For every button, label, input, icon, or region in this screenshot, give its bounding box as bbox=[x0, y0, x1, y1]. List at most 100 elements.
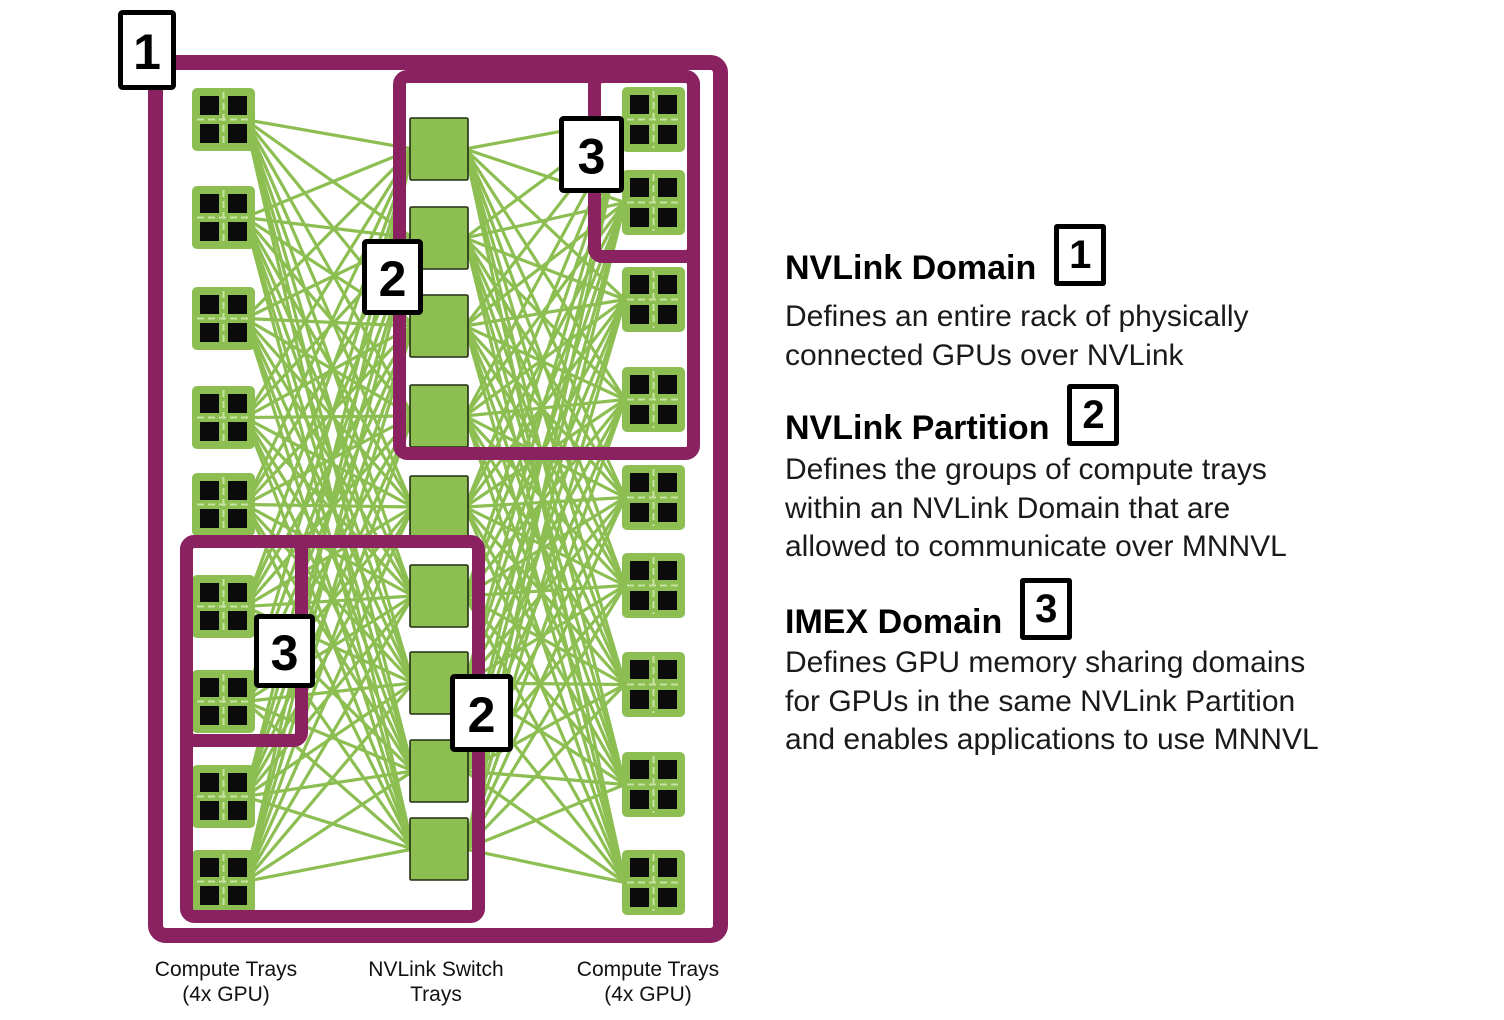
gpu-chip bbox=[200, 583, 219, 602]
link-line bbox=[243, 215, 415, 509]
link-line bbox=[243, 414, 415, 884]
gpu-chip bbox=[658, 690, 677, 709]
gpu-chip bbox=[630, 305, 649, 324]
link-line bbox=[463, 495, 627, 509]
gpu-chip bbox=[228, 678, 247, 697]
link-line bbox=[463, 397, 627, 685]
gpu-chip bbox=[200, 858, 219, 877]
link-line bbox=[243, 699, 415, 851]
link-line bbox=[243, 502, 415, 598]
gpu-chip bbox=[658, 305, 677, 324]
gpu-chip bbox=[228, 886, 247, 905]
column-label-switch-trays: NVLink Switch Trays bbox=[296, 957, 576, 1007]
gpu-chip bbox=[630, 125, 649, 144]
link-line bbox=[243, 414, 415, 507]
link-line bbox=[243, 215, 415, 685]
link-line bbox=[243, 215, 415, 598]
link-line bbox=[463, 414, 627, 885]
link-line bbox=[463, 236, 627, 687]
gpu-chip bbox=[200, 706, 219, 725]
nvlink-rack-diagram: 1 2 3 3 2 bbox=[118, 10, 728, 943]
gpu-chip bbox=[228, 801, 247, 820]
compute-tray-right-9 bbox=[622, 850, 685, 915]
nvlink-links bbox=[243, 117, 627, 885]
legend-section-nvlink-partition: NVLink Partition 2 Defines the groups of… bbox=[785, 384, 1475, 563]
badge-nvlink-partition-upper-number: 2 bbox=[379, 251, 407, 307]
gpu-chip bbox=[630, 405, 649, 424]
link-line bbox=[463, 324, 627, 787]
link-line bbox=[463, 495, 627, 598]
gpu-chip bbox=[200, 678, 219, 697]
badge-nvlink-partition-lower-box bbox=[450, 674, 513, 752]
link-line bbox=[463, 147, 627, 687]
compute-tray-left-4 bbox=[192, 386, 255, 449]
gpu-chip bbox=[630, 591, 649, 610]
gpu-chip bbox=[630, 178, 649, 197]
nvlink-switch-tray-6 bbox=[409, 564, 469, 628]
gpu-chip bbox=[630, 375, 649, 394]
gpu-chip bbox=[630, 208, 649, 227]
gpu-chip bbox=[630, 561, 649, 580]
gpu-chip bbox=[228, 194, 247, 213]
nvlink-switch-tray-9 bbox=[409, 817, 469, 881]
gpu-chip bbox=[658, 208, 677, 227]
gpu-chip bbox=[658, 178, 677, 197]
legend-badge-3: 3 bbox=[1020, 578, 1073, 640]
legend-heading-row: NVLink Domain 1 bbox=[785, 224, 1475, 312]
link-line bbox=[243, 147, 415, 321]
gpu-chip bbox=[658, 375, 677, 394]
link-line bbox=[243, 147, 415, 220]
gpu-chip bbox=[658, 473, 677, 492]
link-line bbox=[243, 505, 415, 884]
gpu-chip bbox=[658, 790, 677, 809]
gpu-chip bbox=[228, 858, 247, 877]
gpu-chip bbox=[200, 481, 219, 500]
badge-imex-domain-lower-box bbox=[254, 614, 315, 688]
badge-nvlink-domain-number: 1 bbox=[133, 24, 161, 80]
link-line bbox=[463, 324, 627, 500]
link-line bbox=[463, 324, 627, 687]
badge-imex-domain-upper-box bbox=[559, 116, 624, 193]
column-label-line2: (4x GPU) bbox=[604, 983, 692, 1006]
link-line bbox=[243, 316, 415, 685]
link-line bbox=[463, 583, 627, 851]
legend-section-imex-domain: IMEX Domain 3 Defines GPU memory sharing… bbox=[785, 578, 1475, 756]
link-line bbox=[463, 682, 627, 851]
column-label-right-compute-trays: Compute Trays (4x GPU) bbox=[508, 957, 788, 1007]
compute-tray-left-6 bbox=[192, 575, 255, 638]
compute-tray-right-4 bbox=[622, 367, 685, 432]
link-line bbox=[463, 594, 627, 885]
badge-nvlink-partition-lower: 2 bbox=[450, 674, 513, 752]
gpu-chip bbox=[630, 95, 649, 114]
link-line bbox=[243, 117, 415, 598]
column-label-line2: Trays bbox=[410, 983, 462, 1006]
link-line bbox=[463, 505, 627, 687]
gpu-chip bbox=[658, 275, 677, 294]
gpu-chip bbox=[200, 96, 219, 115]
compute-tray-right-8 bbox=[622, 752, 685, 817]
gpu-chip bbox=[200, 295, 219, 314]
link-line bbox=[463, 414, 627, 687]
gpu-chip bbox=[630, 790, 649, 809]
link-line bbox=[243, 147, 415, 609]
link-line bbox=[243, 681, 415, 884]
link-line bbox=[463, 495, 627, 685]
gpu-chip bbox=[658, 405, 677, 424]
compute-tray-left-3 bbox=[192, 287, 255, 350]
gpu-chip bbox=[200, 611, 219, 630]
gpu-chip bbox=[228, 394, 247, 413]
link-line bbox=[243, 147, 415, 420]
compute-tray-right-5 bbox=[622, 465, 685, 530]
legend-heading-row: NVLink Partition 2 bbox=[785, 384, 1475, 472]
nvlink-domain-outline bbox=[148, 55, 728, 943]
compute-tray-left-2 bbox=[192, 186, 255, 249]
link-line bbox=[463, 397, 627, 418]
badge-imex-domain-lower-number: 3 bbox=[271, 625, 299, 681]
legend-body-nvlink-partition: Defines the groups of compute trays with… bbox=[785, 453, 1287, 563]
gpu-chip bbox=[658, 561, 677, 580]
link-line bbox=[463, 594, 627, 787]
link-line bbox=[463, 414, 627, 787]
gpu-chip bbox=[658, 503, 677, 522]
badge-imex-domain-upper-number: 3 bbox=[578, 129, 606, 185]
gpu-chip bbox=[228, 481, 247, 500]
